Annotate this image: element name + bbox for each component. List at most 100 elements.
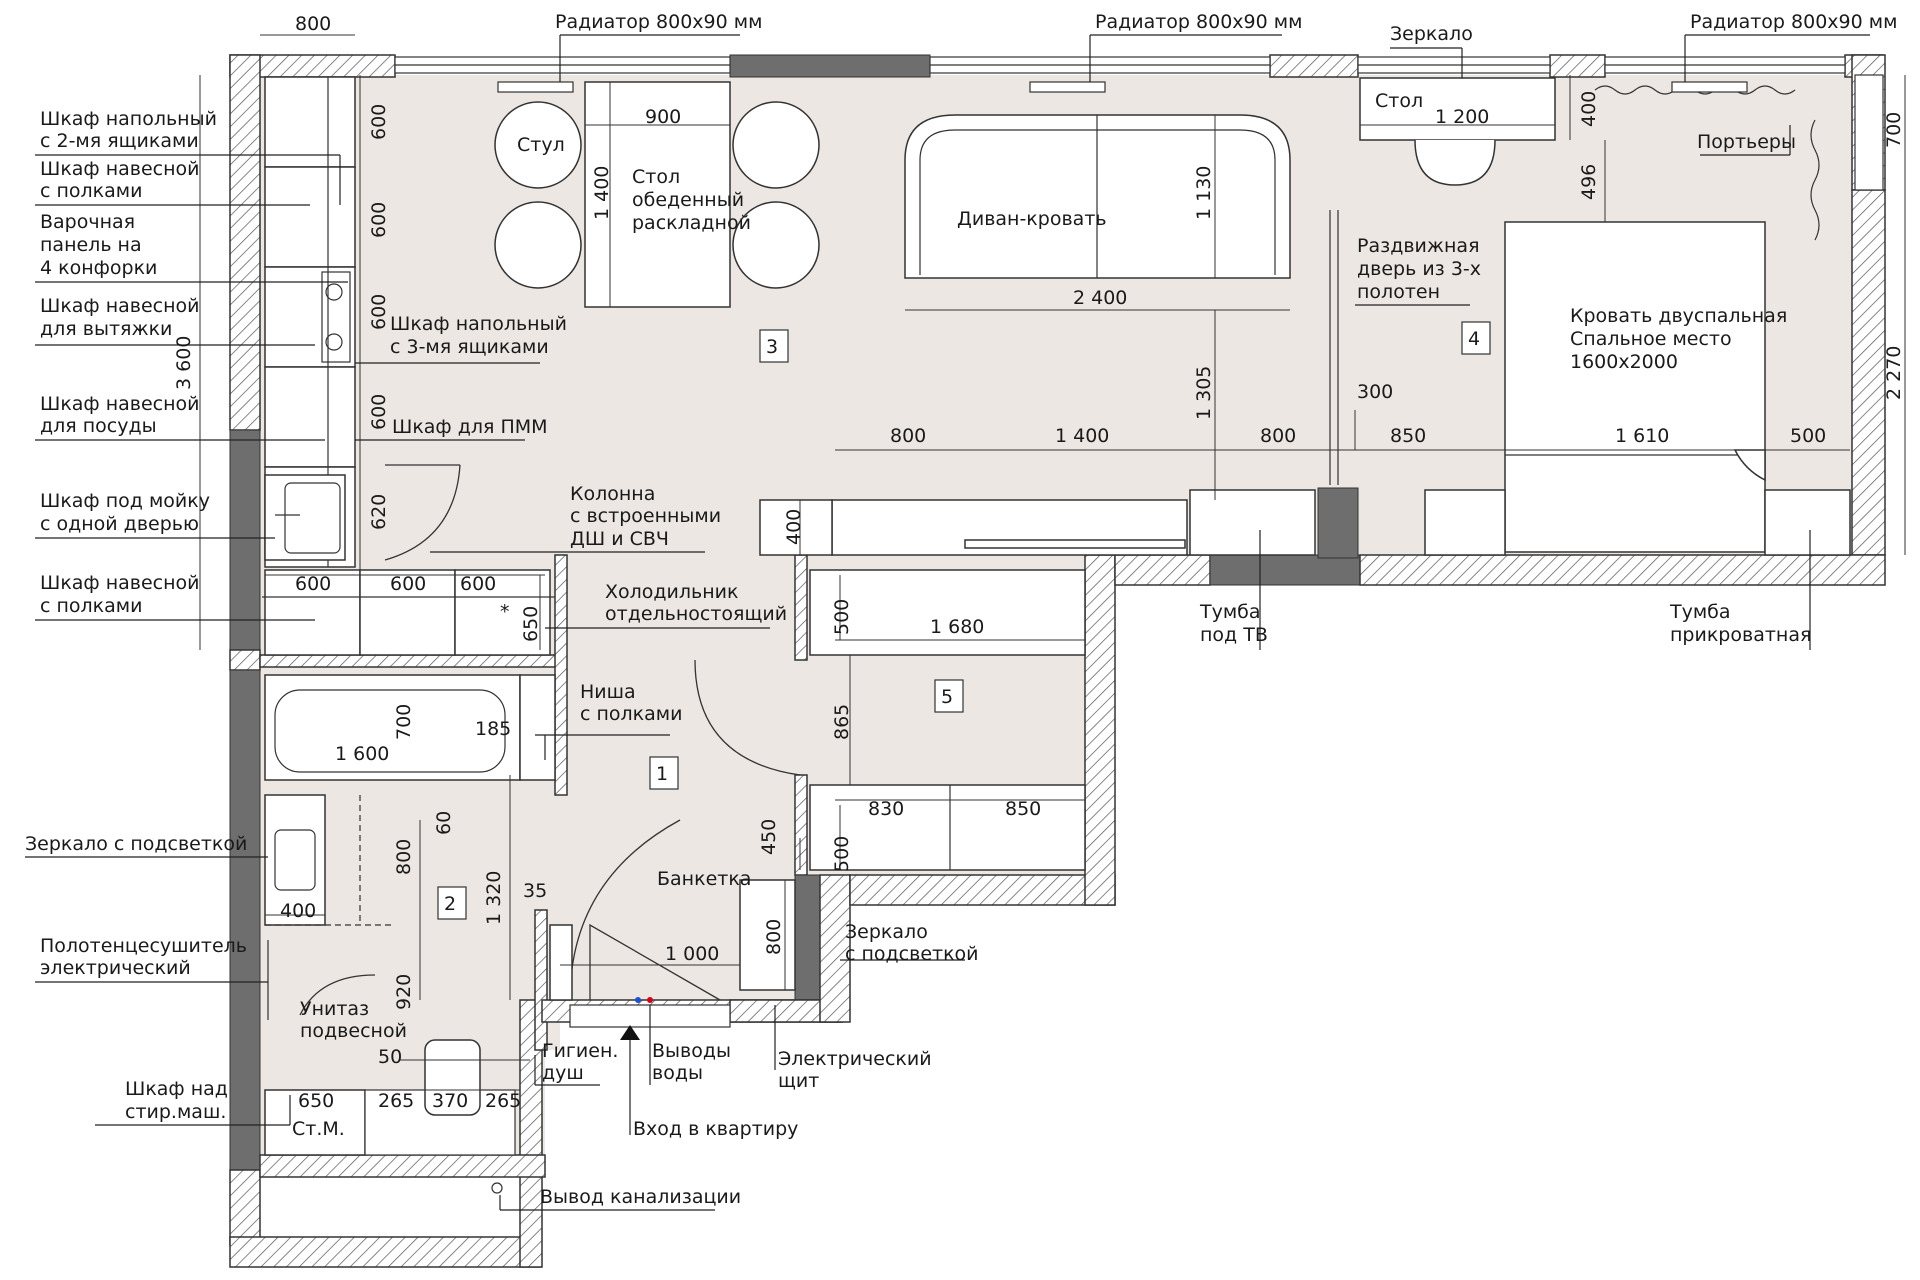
leader-lines (25, 34, 1870, 1211)
dim-text: 650 (298, 1090, 334, 1112)
dim-text: 650 (520, 606, 542, 642)
label-text: с одной дверью (40, 513, 199, 535)
sofa (904, 114, 1291, 279)
left-labels: Шкаф напольный с 2-мя ящиками Шкаф навес… (25, 108, 247, 1123)
dim-text: 800 (295, 13, 331, 35)
label-text: для вытяжки (40, 318, 172, 340)
label-text: под ТВ (1200, 624, 1268, 646)
label-column: Колонна (570, 483, 655, 505)
entrance-marker (620, 1025, 640, 1135)
label-text: Спальное место (1570, 328, 1732, 350)
dim-text: 400 (280, 900, 316, 922)
dim-text: 800 (393, 839, 415, 875)
label-washer: Ст.М. (292, 1118, 345, 1140)
dim-text: 1 320 (483, 871, 505, 925)
bathroom-fixtures (264, 674, 556, 1194)
dim-text: 2 270 (1883, 346, 1905, 400)
dining-set (494, 81, 820, 308)
dim-text: 600 (295, 573, 331, 595)
label-sofa: Диван-кровать (957, 208, 1107, 230)
label-dishwasher-cabinet: Шкаф для ПММ (392, 416, 548, 438)
dim-text: 600 (390, 573, 426, 595)
label-text: 1600х2000 (1570, 351, 1678, 373)
label-cooktop: Варочная (40, 211, 135, 233)
dim-text: 620 (368, 494, 390, 530)
radiators (497, 81, 1748, 93)
hot-water-icon (647, 997, 653, 1003)
dim-text: 600 (368, 294, 390, 330)
dim-text: 400 (1578, 91, 1600, 127)
room-number-2: 2 (444, 893, 456, 915)
dim-text: 500 (831, 836, 853, 872)
dim-text: 496 (1578, 164, 1600, 200)
label-text: с полками (40, 595, 142, 617)
label-bench: Банкетка (657, 868, 751, 890)
label-tv-stand: Тумба (1199, 601, 1261, 623)
label-sink-cabinet: Шкаф под мойку (40, 490, 210, 512)
dim-text: 850 (1390, 425, 1426, 447)
dim-text: 1 600 (335, 743, 389, 765)
label-text: с подсветкой (845, 943, 979, 965)
room-number-5: 5 (941, 686, 953, 708)
label-text: с 2-мя ящиками (40, 130, 199, 152)
dimension-lines (199, 34, 1906, 1091)
dim-text: 3 600 (173, 336, 195, 390)
bedroom-furniture (1189, 77, 1851, 556)
dim-text: 1 400 (591, 166, 613, 220)
label-text: с встроенными (570, 505, 721, 527)
dim-text: 1 680 (930, 616, 984, 638)
label-sewer: Вывод канализации (540, 1186, 741, 1208)
dim-text: 920 (393, 974, 415, 1010)
cold-water-icon (635, 997, 641, 1003)
label-text: полотен (1357, 281, 1440, 303)
label-text: с полками (40, 180, 142, 202)
label-table: Стол (632, 166, 680, 188)
label-entrance: Вход в квартиру (633, 1118, 798, 1140)
label-dish-cabinet: Шкаф навесной (40, 393, 200, 415)
label-text: щит (778, 1070, 819, 1092)
label-hood-cabinet: Шкаф навесной (40, 295, 200, 317)
room-number-1: 1 (656, 763, 668, 785)
dim-text: 400 (783, 509, 805, 545)
dim-text: 50 (378, 1046, 402, 1068)
svg-text:*: * (500, 601, 510, 623)
dim-text: 1 305 (1193, 366, 1215, 420)
dimension-text: 800 600 600 600 600 620 3 600 600 600 60… (173, 13, 1905, 1112)
label-text: прикроватная (1670, 624, 1811, 646)
label-text: электрический (40, 957, 191, 979)
label-electric-panel: Электрический (778, 1048, 932, 1070)
dim-text: 800 (1260, 425, 1296, 447)
label-radiator-1: Радиатор 800х90 мм (555, 11, 762, 33)
dim-text: 900 (645, 106, 681, 128)
dim-text: 300 (1357, 381, 1393, 403)
dim-text: 60 (433, 811, 455, 835)
windows (394, 56, 1884, 191)
dim-text: 500 (1790, 425, 1826, 447)
label-text: для посуды (40, 415, 157, 437)
dim-text: 1 610 (1615, 425, 1669, 447)
label-text: дверь из 3-х (1357, 258, 1481, 280)
label-bed: Кровать двуспальная (1570, 305, 1787, 327)
dim-text: 600 (368, 394, 390, 430)
label-washer-cabinet: Шкаф над (125, 1078, 228, 1100)
label-text: с 3-мя ящиками (390, 336, 549, 358)
label-text: отдельностоящий (605, 603, 787, 625)
label-wall-cabinet-shelves: Шкаф навесной (40, 158, 200, 180)
label-text: ДШ и СВЧ (570, 528, 669, 550)
label-mirror-top: Зеркало (1390, 23, 1473, 45)
dim-text: 1 400 (1055, 425, 1109, 447)
room-number-3: 3 (766, 336, 778, 358)
dim-text: 265 (378, 1090, 414, 1112)
furniture-labels: Стул Стол обеденный раскладной Диван-кро… (292, 90, 1811, 1208)
dim-text: 700 (393, 704, 415, 740)
dim-text: 600 (368, 104, 390, 140)
dim-text: 370 (432, 1090, 468, 1112)
label-text: обеденный (632, 189, 744, 211)
label-wall-cabinet-shelves-2: Шкаф навесной (40, 572, 200, 594)
tv-unit (759, 499, 1188, 556)
dim-text: 265 (485, 1090, 521, 1112)
label-sliding-door: Раздвижная (1357, 235, 1480, 257)
room-numbers: 3 4 5 1 2 (437, 321, 1491, 920)
label-text: панель на (40, 234, 142, 256)
